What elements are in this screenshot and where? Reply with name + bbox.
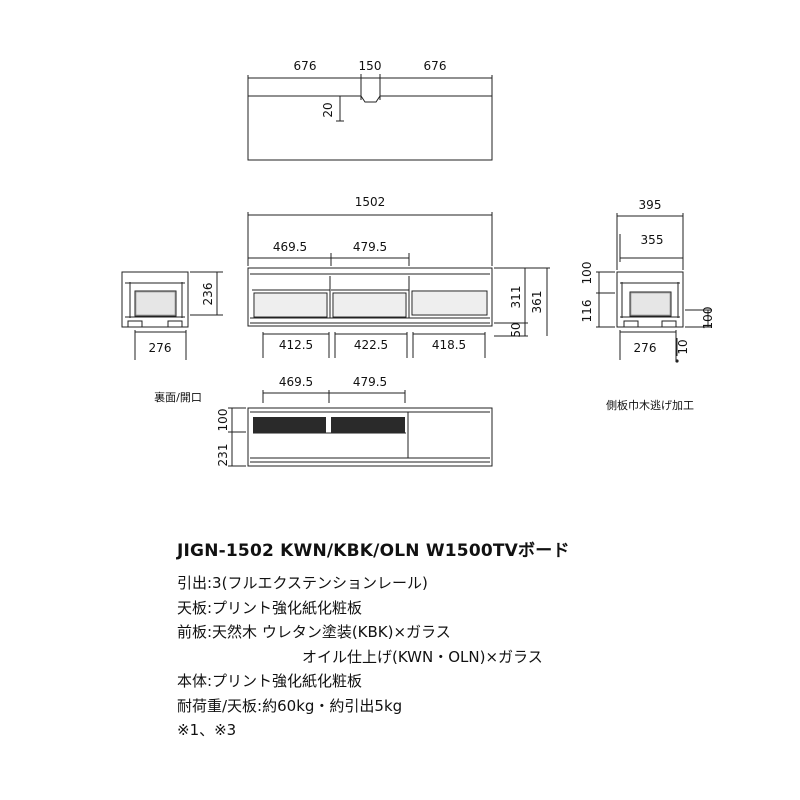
spec-body: 本体:プリント強化紙化粧板 xyxy=(177,672,363,690)
right-side-glass xyxy=(630,292,671,316)
top-dim-right: 676 xyxy=(424,59,447,73)
back-height-231: 231 xyxy=(216,444,230,467)
top-dim-left: 676 xyxy=(294,59,317,73)
right-side-height-100-b: 100 xyxy=(701,307,715,330)
front-overall-width: 1502 xyxy=(355,195,386,209)
front-lower-width-1: 412.5 xyxy=(279,338,313,352)
spec-top-board: 天板:プリント強化紙化粧板 xyxy=(177,598,363,617)
back-width-1: 469.5 xyxy=(279,375,313,389)
drawer-glass-1 xyxy=(255,294,326,316)
right-side-offset: 10 xyxy=(676,339,690,354)
bottom-marker xyxy=(675,359,679,363)
spec-front-board-alt: オイル仕上げ(KWN・OLN)×ガラス xyxy=(302,647,543,666)
front-height-50: 50 xyxy=(509,322,523,337)
back-view-label: 裏面/開口 xyxy=(154,390,202,404)
top-notch-depth: 20 xyxy=(321,102,335,117)
spec-load-capacity: 耐荷重/天板:約60kg・約引出5kg xyxy=(177,696,403,715)
spec-block: JIGN-1502 KWN/KBK/OLN W1500TVボード 引出:3(フル… xyxy=(177,536,777,743)
top-dim-center: 150 xyxy=(359,59,382,73)
drawer-glass-2 xyxy=(334,294,405,316)
right-side-view xyxy=(596,213,712,360)
spec-front-board: 前板:天然木 ウレタン塗装(KBK)×ガラス xyxy=(177,623,451,641)
back-opening-left xyxy=(253,417,326,433)
front-height-311: 311 xyxy=(509,286,523,309)
left-side-view xyxy=(121,271,223,360)
spec-notes: ※1、※3 xyxy=(177,721,237,739)
spec-drawers: 引出:3(フルエクステンションレール) xyxy=(177,574,428,592)
back-height-100: 100 xyxy=(216,409,230,432)
front-upper-width-2: 479.5 xyxy=(353,240,387,254)
front-lower-width-3: 418.5 xyxy=(432,338,466,352)
right-side-width-395: 395 xyxy=(639,198,662,212)
right-side-caption: 側板巾木逃げ加工 xyxy=(606,398,694,412)
left-side-glass xyxy=(135,291,176,316)
right-side-depth: 276 xyxy=(634,341,657,355)
top-view xyxy=(247,74,493,161)
product-title: JIGN-1502 KWN/KBK/OLN W1500TVボード xyxy=(177,541,570,561)
technical-drawing: 676 150 676 20 1502 469.5 479.5 412.5 42… xyxy=(121,59,715,467)
right-side-width-355: 355 xyxy=(641,233,664,247)
left-side-depth: 276 xyxy=(149,341,172,355)
front-upper-width-1: 469.5 xyxy=(273,240,307,254)
left-side-height: 236 xyxy=(201,283,215,306)
right-side-height-116: 116 xyxy=(580,300,594,323)
back-opening-right xyxy=(331,417,405,433)
front-height-361: 361 xyxy=(530,291,544,314)
front-view xyxy=(247,212,550,358)
front-lower-width-2: 422.5 xyxy=(354,338,388,352)
back-width-2: 479.5 xyxy=(353,375,387,389)
drawer-glass-3 xyxy=(413,292,486,314)
right-side-height-100: 100 xyxy=(580,262,594,285)
